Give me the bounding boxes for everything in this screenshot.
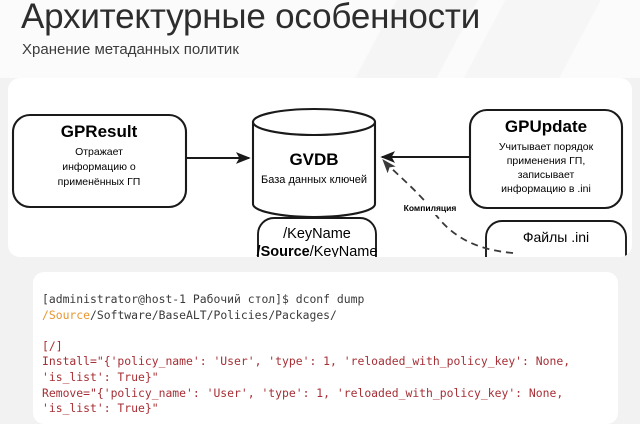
gpupdate-desc-line-1: Учитывает порядок: [499, 141, 594, 153]
node-ini-files[interactable]: Файлы .ini: [485, 220, 627, 257]
gvdb-cylinder-body: [251, 120, 377, 219]
node-gvdb[interactable]: GVDB База данных ключей: [251, 107, 377, 219]
gpupdate-desc-line-3: записывает: [518, 169, 575, 181]
node-gpresult[interactable]: GPResult Отражает информацию о применённ…: [11, 113, 188, 209]
terminal-card: [administrator@host-1 Рабочий стол]$ dco…: [33, 272, 618, 424]
architecture-diagram: GPResult Отражает информацию о применённ…: [11, 107, 627, 257]
terminal-line: [/]: [42, 339, 612, 355]
node-keyname[interactable]: /KeyName /Source/KeyName: [257, 217, 378, 257]
gpresult-desc-line-2: информацию о: [62, 161, 136, 173]
page-subtitle: Хранение метаданных политик: [22, 41, 239, 58]
gvdb-title: GVDB: [289, 150, 338, 169]
gpresult-desc-line-1: Отражает: [75, 146, 123, 158]
terminal-output[interactable]: [administrator@host-1 Рабочий стол]$ dco…: [42, 292, 612, 417]
terminal-segment-plain: /Software/BaseALT/Policies/Packages/: [90, 307, 337, 322]
edge-compilation-dashed: [382, 158, 514, 254]
ini-files-label: Файлы .ini: [523, 229, 589, 245]
terminal-segment-code: Remove="{'policy_name': 'User', 'type': …: [42, 385, 571, 416]
gpupdate-title: GPUpdate: [505, 117, 587, 136]
gpresult-desc-line-3: применённых ГП: [58, 176, 141, 188]
compilation-label-backdrop: [394, 201, 466, 215]
keyname-line-1: /KeyName: [283, 226, 351, 242]
terminal-segment-code: Install="{'policy_name': 'User', 'type':…: [42, 354, 577, 384]
gvdb-desc: База данных ключей: [261, 174, 367, 186]
terminal-line: Remove="{'policy_name': 'User', 'type': …: [42, 386, 612, 417]
terminal-line: [administrator@host-1 Рабочий стол]$ dco…: [42, 292, 612, 323]
page-title: Архитектурные особенности: [21, 0, 481, 36]
keyname-source-rest: /KeyName: [310, 244, 378, 257]
gpresult-box: [11, 113, 188, 209]
gvdb-cylinder-top: [251, 107, 377, 137]
gpupdate-desc-line-2: применения ГП,: [507, 155, 586, 167]
gpupdate-desc-line-4: информацию в .ini: [501, 183, 591, 195]
terminal-segment-path: /Source: [42, 307, 91, 322]
terminal-segment-code: [/]: [42, 338, 63, 353]
gpresult-title: GPResult: [61, 122, 138, 141]
header-band: Архитектурные особенности Хранение метад…: [0, 0, 640, 78]
compilation-label: Компиляция: [404, 203, 457, 213]
keyname-box: [257, 217, 377, 257]
terminal-segment-plain: [administrator@host-1 Рабочий стол]$ dco…: [42, 292, 372, 306]
node-gpupdate[interactable]: GPUpdate Учитывает порядок применения ГП…: [468, 108, 624, 210]
diagram-card: GPResult Отражает информацию о применённ…: [8, 78, 632, 257]
keyname-line-2: /Source/KeyName: [257, 244, 378, 257]
gpupdate-box: [468, 108, 624, 210]
terminal-blank-line: [42, 323, 612, 339]
terminal-line: Install="{'policy_name': 'User', 'type':…: [42, 354, 612, 385]
keyname-source-bold: /Source: [257, 244, 310, 257]
